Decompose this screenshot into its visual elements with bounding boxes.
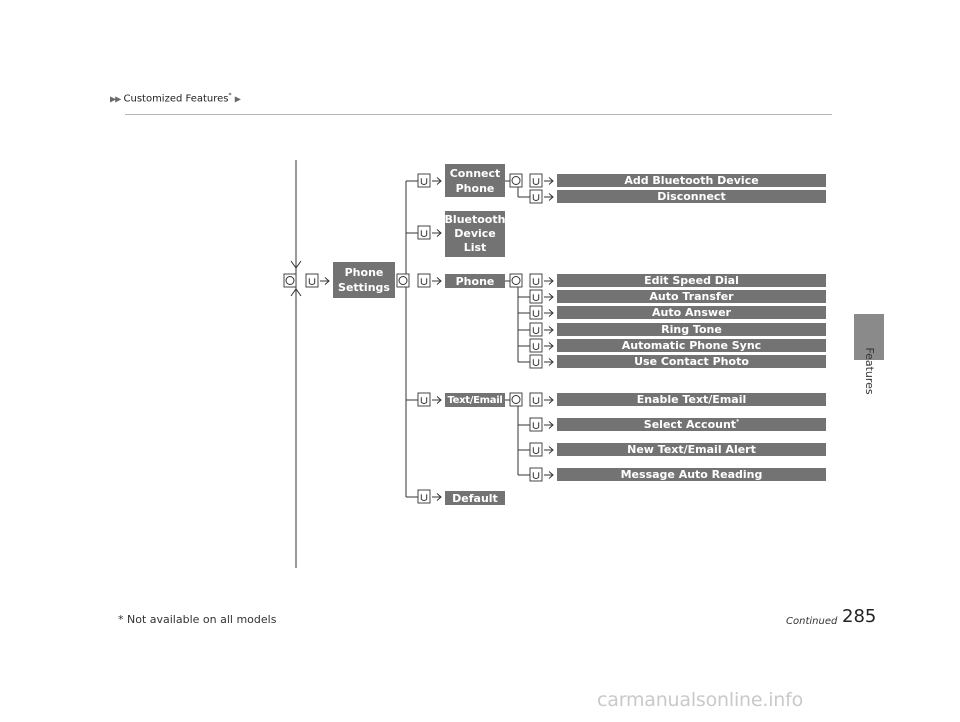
- page-number: 285: [842, 606, 877, 627]
- breadcrumb: ▶▶ Customized Features* ▶: [110, 92, 241, 105]
- arrow-icon: ▶: [234, 94, 241, 104]
- phone-box: Phone: [445, 274, 505, 288]
- connect-phone-line2: Phone: [455, 181, 495, 195]
- message-auto-reading-bar: Message Auto Reading: [557, 468, 826, 481]
- header-rule: [125, 114, 832, 115]
- bt-list-line2: Device: [454, 227, 496, 240]
- watermark: carmanualsonline.info: [597, 689, 804, 711]
- text-email-box: Text/Email: [445, 393, 505, 407]
- bluetooth-device-list-box: Bluetooth Device List: [445, 211, 505, 257]
- phone-settings-box: Phone Settings: [333, 262, 395, 298]
- breadcrumb-asterisk: *: [228, 92, 232, 99]
- ring-tone-bar: Ring Tone: [557, 323, 826, 336]
- select-account-label: Select Account: [643, 418, 737, 431]
- disconnect-bar: Disconnect: [557, 190, 826, 203]
- breadcrumb-title: Customized Features: [123, 93, 229, 105]
- continued-label: Continued: [786, 616, 838, 627]
- section-tab: [854, 314, 884, 360]
- default-box: Default: [445, 491, 505, 505]
- edit-speed-dial-bar: Edit Speed Dial: [557, 274, 826, 287]
- automatic-phone-sync-bar: Automatic Phone Sync: [557, 339, 826, 352]
- add-bluetooth-device-bar: Add Bluetooth Device: [557, 174, 826, 187]
- select-account-bar: Select Account*: [557, 418, 826, 431]
- bt-list-line1: Bluetooth: [444, 213, 506, 226]
- connect-phone-line1: Connect: [449, 166, 501, 180]
- double-arrow-icon: ▶▶: [110, 94, 121, 104]
- new-text-email-alert-bar: New Text/Email Alert: [557, 443, 826, 456]
- phone-settings-line2: Settings: [338, 281, 390, 294]
- use-contact-photo-bar: Use Contact Photo: [557, 355, 826, 368]
- phone-settings-line1: Phone: [344, 266, 384, 279]
- connect-phone-box: Connect Phone: [445, 164, 505, 197]
- auto-answer-bar: Auto Answer: [557, 306, 826, 319]
- footnote: * Not available on all models: [118, 613, 277, 626]
- bt-list-line3: List: [463, 241, 487, 254]
- auto-transfer-bar: Auto Transfer: [557, 290, 826, 303]
- select-account-asterisk: *: [736, 418, 740, 426]
- enable-text-email-bar: Enable Text/Email: [557, 393, 826, 406]
